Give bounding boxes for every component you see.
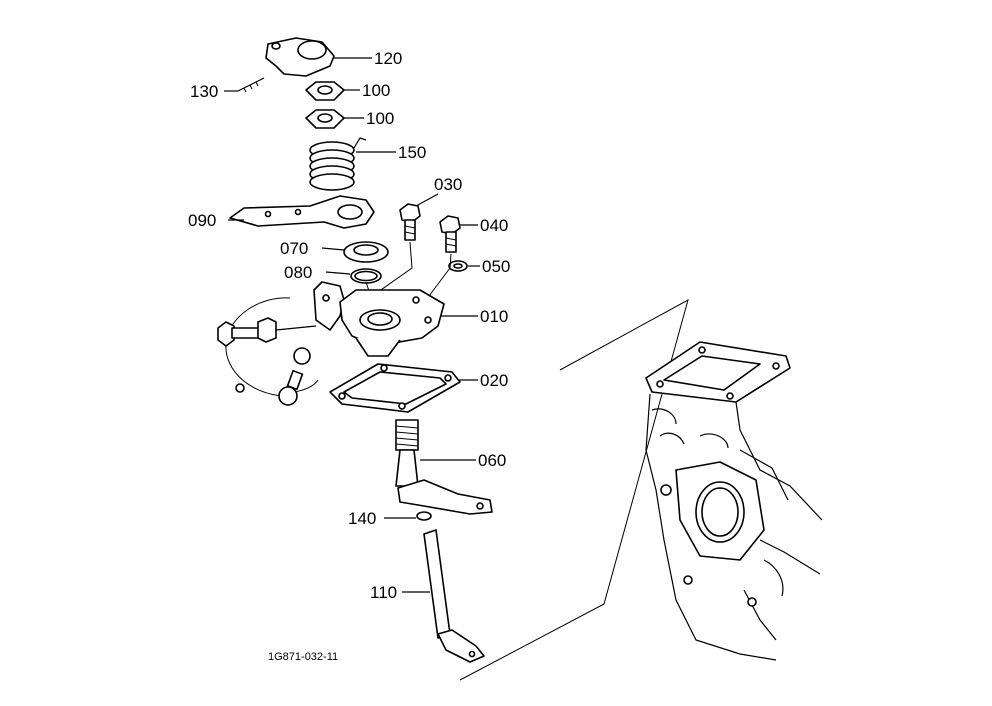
label-010: 010 <box>480 307 508 326</box>
label-030: 030 <box>434 175 462 194</box>
label-100-lower: 100 <box>366 109 394 128</box>
part-010-housing <box>313 281 445 357</box>
label-040: 040 <box>480 216 508 235</box>
label-150: 150 <box>398 143 426 162</box>
label-080: 080 <box>284 263 312 282</box>
part-020-gasket <box>329 363 461 413</box>
part-100-nut-upper <box>305 81 345 101</box>
label-140: 140 <box>348 509 376 528</box>
engine-block-outline <box>645 341 823 661</box>
label-050: 050 <box>482 257 510 276</box>
part-130-pin <box>237 77 265 93</box>
label-020: 020 <box>480 371 508 390</box>
part-030-bolt <box>399 203 421 241</box>
label-120: 120 <box>374 49 402 68</box>
assembly-projection-lines <box>459 298 689 681</box>
label-090: 090 <box>188 211 216 230</box>
part-090-lever-arm <box>229 195 375 229</box>
label-100-upper: 100 <box>362 81 390 100</box>
part-080-o-ring <box>350 268 382 284</box>
label-130: 130 <box>190 82 218 101</box>
part-050-washer <box>448 260 468 272</box>
side-fasteners-group <box>217 297 319 406</box>
part-150-spring <box>309 137 367 191</box>
part-140-washer <box>416 511 432 521</box>
label-070: 070 <box>280 239 308 258</box>
drawing-code: 1G871-032-11 <box>268 651 338 663</box>
part-110-long-shaft <box>423 529 485 663</box>
label-110: 110 <box>370 583 397 602</box>
part-120-lever <box>265 37 335 77</box>
part-040-bolt <box>439 215 461 253</box>
part-060-shaft <box>395 419 493 515</box>
part-070-washer <box>343 241 389 263</box>
label-060: 060 <box>478 451 506 470</box>
part-100-nut-lower <box>305 109 345 129</box>
